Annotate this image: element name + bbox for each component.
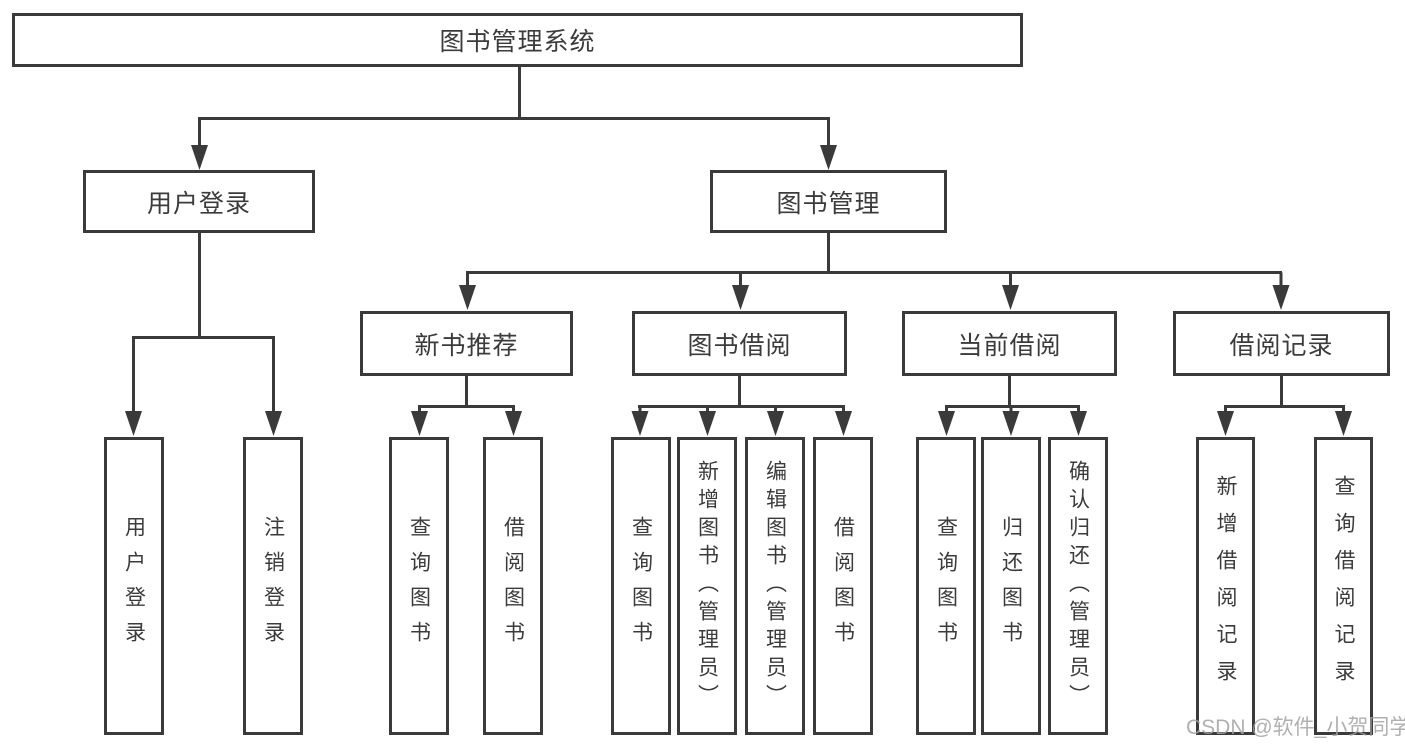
leaf-borrow-books-recommend: 借阅图书 — [483, 437, 543, 735]
leaf-borrow-books: 借阅图书 — [813, 437, 873, 735]
leaf-label: 确认归还（管理员） — [1066, 460, 1090, 712]
connector-borrowing-records — [1217, 376, 1352, 436]
leaf-label: 新增借阅记录 — [1214, 475, 1237, 697]
leaf-label: 查询图书 — [629, 516, 653, 656]
leaf-query-books-current: 查询图书 — [916, 437, 976, 735]
connector-root — [191, 67, 837, 170]
leaf-label: 用户登录 — [122, 516, 146, 656]
leaf-logout: 注销登录 — [243, 437, 303, 735]
leaf-edit-books-admin: 编辑图书（管理员） — [745, 437, 805, 735]
leaf-label: 借阅图书 — [831, 516, 855, 656]
connector-new-book-recommendation — [411, 376, 522, 436]
leaf-label: 归还图书 — [999, 516, 1023, 656]
node-label: 图书管理 — [776, 189, 881, 218]
node-label: 当前借阅 — [957, 331, 1062, 360]
leaf-query-books-borrow: 查询图书 — [611, 437, 671, 735]
leaf-return-books: 归还图书 — [981, 437, 1041, 735]
connector-book-borrowing — [631, 376, 852, 436]
connector-current-borrowing — [938, 376, 1087, 436]
leaf-label: 新增图书（管理员） — [695, 460, 719, 712]
node-library-management-system: 图书管理系统 — [12, 13, 1023, 67]
leaf-label: 查询借阅记录 — [1332, 475, 1355, 697]
node-borrowing-records: 借阅记录 — [1173, 311, 1390, 376]
node-new-book-recommendation: 新书推荐 — [360, 311, 573, 376]
leaf-query-books-recommend: 查询图书 — [389, 437, 449, 735]
leaf-add-borrow-record: 新增借阅记录 — [1196, 437, 1255, 735]
watermark: CSDN @软件_小贺同学 — [1186, 716, 1405, 739]
leaf-label: 注销登录 — [261, 516, 285, 656]
node-book-management: 图书管理 — [710, 170, 947, 233]
leaf-confirm-return-admin: 确认归还（管理员） — [1048, 437, 1108, 735]
leaf-label: 查询图书 — [407, 516, 431, 656]
node-label: 图书管理系统 — [439, 28, 596, 56]
node-label: 用户登录 — [146, 189, 251, 218]
node-user-login: 用户登录 — [83, 170, 315, 233]
leaf-label: 借阅图书 — [501, 516, 525, 656]
leaf-label: 编辑图书（管理员） — [763, 460, 787, 712]
connector-book-management — [459, 233, 1290, 310]
leaf-user-login: 用户登录 — [104, 437, 164, 735]
node-current-borrowing: 当前借阅 — [902, 311, 1117, 376]
leaf-query-borrow-record: 查询借阅记录 — [1314, 437, 1373, 735]
node-label: 借阅记录 — [1229, 331, 1334, 360]
leaf-add-books-admin: 新增图书（管理员） — [677, 437, 737, 735]
leaf-label: 查询图书 — [934, 516, 958, 656]
node-label: 图书借阅 — [687, 331, 792, 360]
node-label: 新书推荐 — [414, 331, 519, 360]
node-book-borrowing: 图书借阅 — [632, 311, 847, 376]
connector-user-login — [125, 233, 282, 436]
